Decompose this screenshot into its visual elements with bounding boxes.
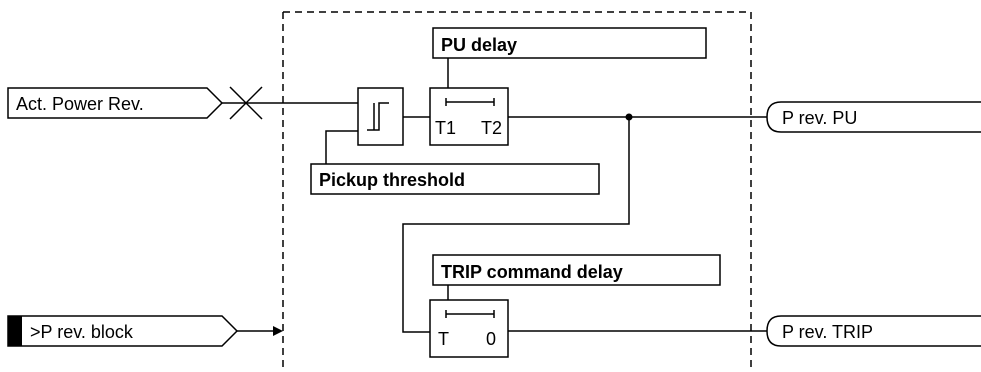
trip-timer-block: T 0 [429, 299, 509, 358]
threshold-setting-line [325, 130, 358, 164]
pu-delay-label: PU delay [441, 35, 517, 55]
output-p-rev-trip-label: P rev. TRIP [782, 322, 873, 342]
function-block-boundary [282, 11, 752, 372]
pu-timer-t1: T1 [435, 118, 456, 138]
pu-delay-setting: PU delay [432, 27, 707, 59]
hysteresis-icon [367, 102, 389, 131]
timer-icon [445, 310, 495, 318]
trip-timer-t: T [438, 329, 449, 349]
input-p-rev-block-label: >P rev. block [30, 322, 134, 342]
pu-timer-t2: T2 [481, 118, 502, 138]
pu-timer-block: T1 T2 [429, 87, 509, 146]
input-p-rev-block: >P rev. block [7, 315, 239, 347]
trip-timer-zero: 0 [486, 329, 496, 349]
cross-marker-icon [229, 86, 263, 120]
pickup-threshold-label: Pickup threshold [319, 170, 465, 190]
binary-input-marker [8, 316, 22, 346]
output-p-rev-trip: P rev. TRIP [766, 315, 981, 347]
threshold-comparator [357, 87, 404, 146]
trip-command-delay-setting: TRIP command delay [432, 254, 721, 286]
pickup-threshold-setting: Pickup threshold [310, 163, 600, 195]
timer-icon [445, 98, 495, 106]
output-p-rev-pu-label: P rev. PU [782, 108, 857, 128]
output-p-rev-pu: P rev. PU [766, 101, 981, 133]
trip-command-delay-label: TRIP command delay [441, 262, 623, 282]
signal-line-branch-to-trip [402, 117, 630, 333]
input-act-power-rev: Act. Power Rev. [7, 87, 224, 119]
input-act-power-rev-label: Act. Power Rev. [16, 94, 144, 114]
arrow-head-icon [273, 326, 283, 336]
